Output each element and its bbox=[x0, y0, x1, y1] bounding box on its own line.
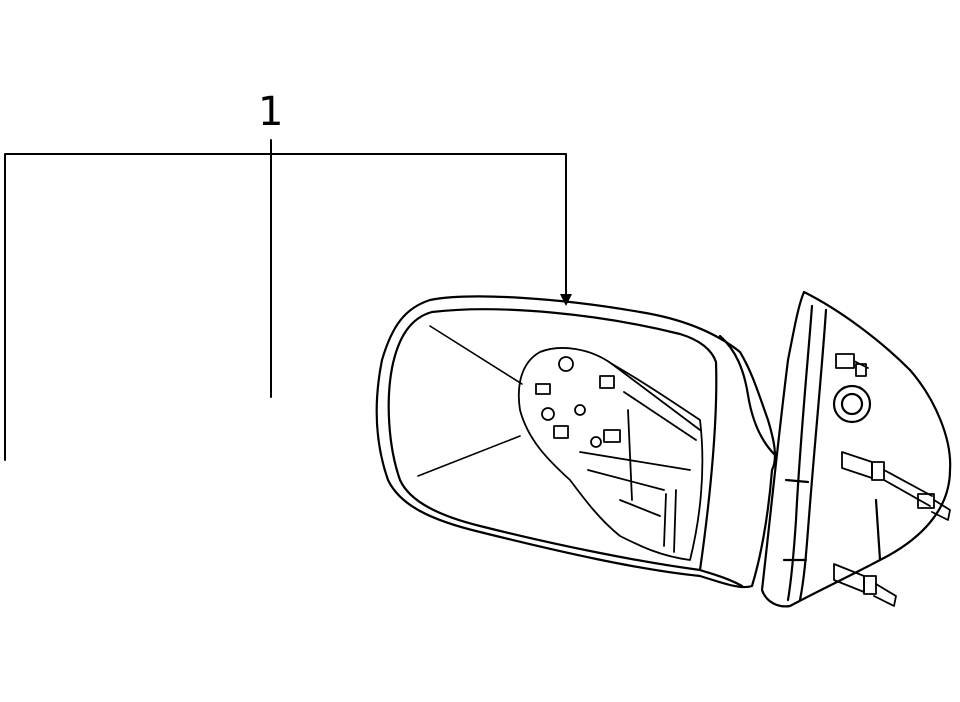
mirror-housing bbox=[375, 295, 777, 589]
mirror-glass bbox=[417, 325, 523, 477]
housing-arm-edge-lower bbox=[698, 568, 744, 588]
actuator-hole-1 bbox=[558, 356, 574, 372]
base-rib-1 bbox=[874, 498, 882, 562]
actuator-rib-4 bbox=[627, 409, 633, 501]
stud-middle bbox=[841, 451, 951, 521]
actuator-hole-4 bbox=[590, 436, 602, 448]
base-outline bbox=[760, 290, 952, 608]
actuator-rib-5 bbox=[587, 469, 665, 491]
glass-line-lower bbox=[417, 435, 521, 477]
base-hole-outer bbox=[832, 384, 872, 424]
stud-top-head bbox=[835, 353, 855, 369]
stud-middle-body bbox=[841, 451, 873, 479]
stud-bottom-nut bbox=[863, 575, 877, 595]
stud-top bbox=[835, 353, 869, 377]
actuator-slot-3 bbox=[599, 375, 615, 389]
stud-middle-end bbox=[931, 499, 951, 521]
housing-arm-edge bbox=[718, 334, 777, 457]
leader-arrowhead bbox=[560, 294, 572, 306]
leader-bracket bbox=[4, 153, 567, 461]
callout-number-1: 1 bbox=[258, 89, 284, 135]
base-inner-edge-2 bbox=[798, 308, 828, 602]
actuator-slot-1 bbox=[535, 383, 551, 395]
actuator-backing-plate bbox=[517, 347, 704, 561]
actuator-rib-2 bbox=[623, 391, 697, 441]
stud-middle-nut bbox=[871, 461, 885, 481]
mounting-studs bbox=[833, 353, 951, 607]
stud-top-nut bbox=[855, 363, 867, 377]
actuator-rib-3 bbox=[579, 451, 691, 471]
callout-leader-lines bbox=[4, 139, 567, 461]
actuator-rib-6 bbox=[663, 493, 667, 547]
housing-inner-rim bbox=[387, 308, 718, 572]
glass-line-upper bbox=[429, 325, 523, 385]
actuator-hole-3 bbox=[574, 404, 586, 416]
housing-outline bbox=[375, 295, 777, 589]
stud-bottom-body bbox=[833, 563, 865, 593]
actuator-rib-7 bbox=[673, 489, 677, 553]
actuator-hole-2 bbox=[541, 407, 555, 421]
stud-middle-thread bbox=[883, 469, 933, 507]
base-rib-3 bbox=[784, 478, 810, 484]
actuator-outline bbox=[517, 347, 704, 561]
actuator-rib-8 bbox=[619, 499, 661, 517]
actuator-rib-1 bbox=[611, 363, 701, 431]
actuator-slot-2 bbox=[553, 425, 569, 439]
mounting-base bbox=[760, 290, 952, 608]
stud-bottom bbox=[833, 563, 897, 607]
base-hole-inner bbox=[840, 392, 864, 416]
actuator-slot-4 bbox=[603, 429, 621, 443]
base-inner-edge bbox=[786, 304, 814, 602]
stud-bottom-thread bbox=[873, 583, 897, 607]
